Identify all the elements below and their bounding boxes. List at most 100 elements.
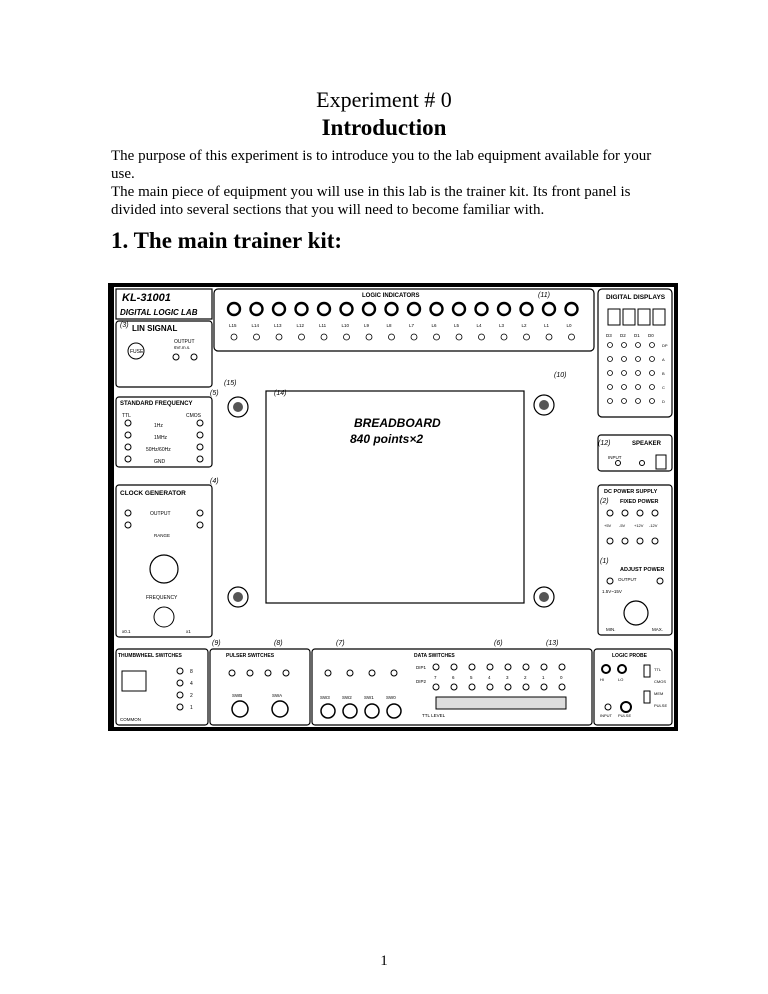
clock-jack	[124, 521, 132, 529]
callout-label: (8)	[274, 640, 283, 647]
brand-sub-label: DIGITAL LOGIC LAB	[120, 308, 198, 317]
indicator-label: L12	[297, 323, 305, 328]
lin-output-sub: 6Vr.m.s.	[174, 345, 190, 350]
thumb-label: 8	[190, 669, 193, 675]
display-side-label: A	[662, 357, 665, 362]
ttl-label: TTL	[122, 413, 131, 419]
probe-pulse-led	[620, 701, 632, 713]
dip-bit-label: 1	[542, 675, 545, 680]
clock-jack	[196, 521, 204, 529]
freq-1hz-label: 1Hz	[154, 423, 163, 429]
indicator-socket	[474, 301, 489, 317]
dip2-label: DIP2	[416, 679, 427, 684]
dip-bit-label: 4	[488, 675, 491, 680]
indicator-socket	[451, 301, 467, 317]
adjust-output-label: OUTPUT	[618, 577, 637, 582]
power-jack	[651, 509, 659, 517]
indicator-socket	[406, 301, 422, 317]
indicator-label: L8	[387, 323, 393, 328]
display-led	[621, 342, 627, 348]
indicator-label: L10	[342, 323, 350, 328]
display-led	[649, 398, 655, 404]
indicator-label: L14	[252, 323, 260, 328]
breadboard-points-label: 840 points×2	[350, 432, 423, 446]
mounting-screw-center	[539, 592, 549, 602]
data-jack	[390, 669, 398, 677]
dip-jack	[450, 663, 458, 671]
indicator-led	[545, 333, 553, 341]
display-led	[607, 398, 613, 404]
breadboard-label: BREADBOARD	[354, 416, 441, 430]
mounting-screw-center	[233, 592, 243, 602]
indicator-socket	[271, 301, 287, 317]
probe-right-label: MEM	[654, 691, 663, 696]
callout-label: (9)	[212, 640, 221, 647]
dip-bit-label: 5	[470, 675, 473, 680]
probe-input-jack	[604, 703, 612, 711]
data-switches-label: DATA SWITCHES	[414, 653, 455, 659]
gnd-jack	[636, 537, 644, 545]
indicator-led	[568, 333, 575, 341]
ttl-level-label: TTL LEVEL	[422, 713, 446, 718]
data-switch-knob	[386, 703, 402, 719]
adjust-range-label: 1.5V~15V	[602, 589, 622, 594]
display-digit-label: D0	[648, 333, 654, 338]
callout-label: (11)	[538, 292, 550, 299]
probe-right-label: PULSE	[654, 703, 667, 708]
indicator-label: L2	[522, 323, 528, 328]
range-label: RANGE	[154, 533, 170, 538]
display-led	[607, 384, 613, 390]
dip-jack	[540, 663, 548, 671]
adjust-power-label: ADJUST POWER	[620, 567, 664, 573]
dip-jack	[504, 683, 512, 691]
dip-jack	[486, 683, 494, 691]
thumb-label: 2	[190, 693, 193, 699]
speaker-icon	[655, 454, 667, 470]
indicator-socket	[564, 301, 579, 317]
probe-led-hi	[601, 664, 611, 674]
callout-label: (13)	[546, 640, 558, 647]
section-heading: 1. The main trainer kit:	[111, 228, 343, 253]
dc-power-supply-label: DC POWER SUPPLY	[604, 489, 658, 495]
x1-label: x1	[186, 629, 191, 634]
document-subtitle: Introduction	[321, 115, 447, 140]
indicator-label: L3	[499, 323, 505, 328]
seven-segment-digit	[607, 308, 621, 326]
seven-segment-digit	[637, 308, 651, 326]
data-switch-label: SW2	[342, 695, 352, 700]
probe-right-label: CMOS	[654, 679, 666, 684]
clock-jack	[124, 509, 132, 517]
freq-jack	[196, 431, 204, 439]
dip-jack	[558, 663, 566, 671]
indicator-label: L1	[544, 323, 550, 328]
dip-jack	[558, 683, 566, 691]
probe-label: HI	[600, 677, 604, 682]
data-switch-knob	[364, 703, 380, 719]
indicator-led	[410, 333, 418, 341]
speaker-jack	[639, 460, 645, 466]
data-jack	[368, 669, 376, 677]
indicator-socket	[339, 301, 354, 317]
power-label: -5V	[619, 523, 626, 528]
logic-probe-label: LOGIC PROBE	[612, 653, 648, 659]
display-led	[635, 370, 641, 376]
dip-jack	[432, 663, 440, 671]
dip-jack	[486, 663, 494, 671]
common-label: COMMON	[120, 717, 141, 722]
indicator-led	[298, 333, 305, 341]
display-led	[621, 384, 627, 390]
indicator-led	[478, 333, 485, 341]
callout-label: (15)	[224, 380, 236, 387]
logic-indicators-label: LOGIC INDICATORS	[362, 293, 419, 299]
thumb-label: 4	[190, 681, 193, 687]
indicator-led	[388, 333, 395, 341]
dip-bit-label: 3	[506, 675, 509, 680]
display-side-label: C	[662, 385, 665, 390]
power-label: +5V	[604, 523, 612, 528]
document-title: Experiment # 0	[316, 87, 452, 112]
indicator-led	[230, 333, 238, 341]
dip-jack	[468, 683, 476, 691]
data-switch-knob	[342, 703, 358, 719]
probe-label: PULSE	[618, 713, 631, 718]
display-led	[649, 370, 655, 376]
